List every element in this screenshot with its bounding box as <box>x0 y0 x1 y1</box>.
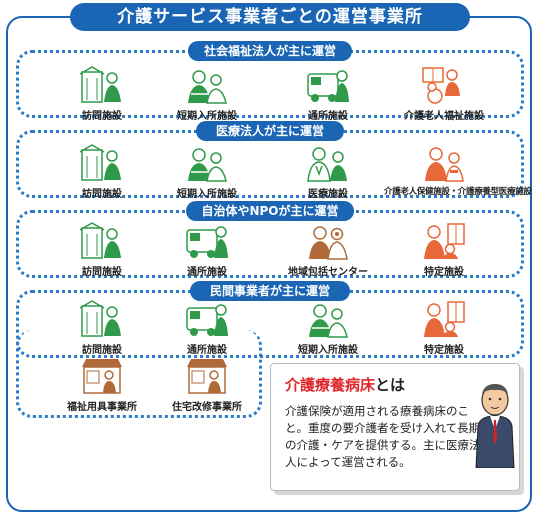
facility-label: 訪問施設 <box>82 189 122 200</box>
facility-label: 短期入所施設 <box>298 345 358 356</box>
facility-label: 訪問施設 <box>82 267 122 278</box>
nursing-home-icon <box>422 66 466 104</box>
facility-home-visit: 訪問施設 <box>42 144 162 200</box>
day-care-icon <box>185 300 229 338</box>
health-facility-icon <box>422 144 466 182</box>
facility-label: 医療施設 <box>308 189 348 200</box>
day-care-icon <box>306 66 350 104</box>
facility-welfare-equipment: 福祉用具事業所 <box>42 357 162 413</box>
community-center-icon <box>306 222 350 260</box>
info-description: 介護保険が適用される療養病床のこと。重度の要介護者を受け入れて長期の介護・ケアを… <box>285 404 481 469</box>
home-visit-icon <box>80 66 124 104</box>
facility-label: 特定施設 <box>424 267 464 278</box>
facility-day-care: 通所施設 <box>147 222 267 278</box>
facility-home-visit: 訪問施設 <box>42 300 162 356</box>
info-term-suffix: とは <box>375 376 406 394</box>
home-renovation-shop-icon <box>185 357 229 395</box>
facility-health-care: 介護老人保健施設・介護療養型医療施設 <box>384 144 532 197</box>
group-private-business-extension <box>16 330 262 418</box>
group-header-social-welfare: 社会福祉法人が主に運営 <box>188 41 352 61</box>
facility-label: 特定施設 <box>424 345 464 356</box>
page-title: 介護サービス事業者ごとの運営事業所 <box>70 3 470 31</box>
facility-label: 訪問施設 <box>82 345 122 356</box>
facility-day-care: 通所施設 <box>147 300 267 356</box>
group-header-private-business: 民間事業者が主に運営 <box>190 281 350 301</box>
facility-label: 介護老人福祉施設 <box>404 111 484 122</box>
home-visit-icon <box>80 144 124 182</box>
facility-day-care: 通所施設 <box>268 66 388 122</box>
welfare-equipment-shop-icon <box>80 357 124 395</box>
facility-label: 短期入所施設 <box>177 189 237 200</box>
group-header-medical-corp: 医療法人が主に運営 <box>196 121 344 141</box>
facility-home-renovation: 住宅改修事業所 <box>147 357 267 413</box>
facility-label: 通所施設 <box>187 267 227 278</box>
info-term: 介護療養病床 <box>285 376 376 394</box>
home-visit-icon <box>80 300 124 338</box>
short-stay-icon <box>185 66 229 104</box>
short-stay-icon <box>185 144 229 182</box>
facility-label: 短期入所施設 <box>177 111 237 122</box>
facility-medical: 医療施設 <box>268 144 388 200</box>
facility-label: 訪問施設 <box>82 111 122 122</box>
facility-specified: 特定施設 <box>384 300 504 356</box>
day-care-icon <box>185 222 229 260</box>
info-heading: 介護療養病床とは <box>285 374 509 395</box>
facility-short-stay: 短期入所施設 <box>147 144 267 200</box>
specified-facility-icon <box>422 222 466 260</box>
short-stay-icon <box>306 300 350 338</box>
facility-label: 通所施設 <box>187 345 227 356</box>
medical-facility-icon <box>306 144 350 182</box>
home-visit-icon <box>80 222 124 260</box>
facility-nursing-home: 介護老人福祉施設 <box>384 66 504 122</box>
group-header-municipal-npo: 自治体やNPOが主に運営 <box>186 201 354 221</box>
facility-home-visit: 訪問施設 <box>42 222 162 278</box>
facility-label: 通所施設 <box>308 111 348 122</box>
facility-label: 福祉用具事業所 <box>67 402 137 413</box>
facility-label: 地域包括センター <box>288 267 368 278</box>
facility-short-stay: 短期入所施設 <box>147 66 267 122</box>
facility-specified: 特定施設 <box>384 222 504 278</box>
facility-label: 住宅改修事業所 <box>172 402 242 413</box>
specified-facility-icon <box>422 300 466 338</box>
businessman-icon <box>475 384 515 468</box>
facility-label: 介護老人保健施設・介護療養型医療施設 <box>384 187 532 197</box>
facility-home-visit: 訪問施設 <box>42 66 162 122</box>
facility-community-center: 地域包括センター <box>268 222 388 278</box>
facility-short-stay: 短期入所施設 <box>268 300 388 356</box>
